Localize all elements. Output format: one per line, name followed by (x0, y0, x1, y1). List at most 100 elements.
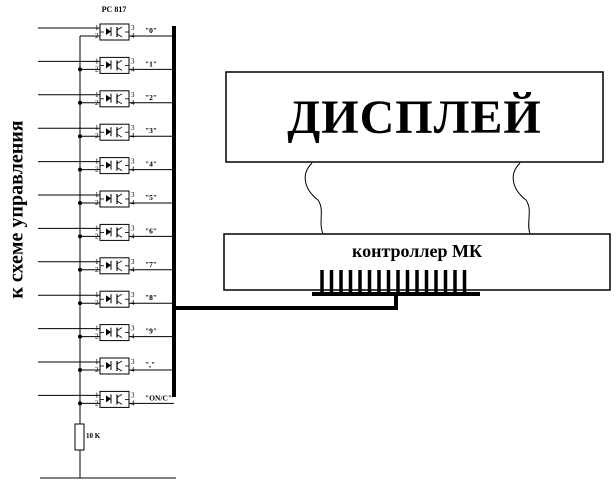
optocoupler-body (99, 123, 130, 141)
display-box (225, 71, 604, 163)
transistor-collector (116, 26, 123, 31)
pin-number: 2 (95, 366, 99, 374)
resistor (74, 423, 85, 451)
optocoupler-body (99, 290, 130, 308)
transistor-collector (116, 60, 123, 64)
optocoupler-body (99, 190, 130, 208)
signal-label: "5" (145, 193, 157, 202)
pin-number: 1 (95, 224, 99, 232)
optocoupler: 1234"3" (38, 123, 174, 141)
resistor-label: 10 K (86, 432, 101, 440)
optocoupler-part-label: PC 817 (101, 5, 127, 14)
pin-number: 2 (95, 399, 99, 407)
transistor-emitter (116, 234, 123, 238)
display-label: ДИСПЛЕЙ (287, 90, 542, 144)
optocoupler-array: 1234"0"1234"1"1234"2"1234"3"1234"4"1234"… (38, 23, 174, 408)
led-symbol (106, 362, 111, 369)
side-label: к схеме управления (5, 119, 28, 299)
transistor-emitter (116, 133, 123, 138)
optocoupler: 1234"7" (38, 257, 174, 275)
led-symbol (106, 128, 111, 136)
optocoupler: 1234"ON/C" (38, 390, 174, 408)
transistor-emitter (116, 200, 123, 205)
optocoupler: 1234"4" (38, 157, 174, 175)
pin-number: 2 (95, 333, 99, 341)
pin-number: 3 (131, 124, 135, 132)
led-symbol (106, 261, 111, 269)
led-symbol (106, 195, 111, 202)
led-symbol (106, 228, 111, 236)
pin-number: 3 (131, 325, 135, 333)
pin-number: 3 (131, 391, 135, 399)
led-symbol (106, 94, 111, 102)
transistor-collector (116, 193, 123, 198)
pin-number: 1 (95, 325, 99, 333)
optocoupler: 1234"1" (38, 56, 174, 74)
optocoupler: 1234"6" (38, 223, 174, 241)
pin-number: 2 (95, 132, 99, 140)
pin-number: 3 (131, 158, 135, 166)
transistor-emitter (116, 367, 123, 372)
pin-number: 1 (95, 358, 99, 366)
optocoupler-body (99, 157, 130, 175)
optocoupler: 1234"5" (38, 190, 174, 208)
pin-number: 3 (131, 24, 135, 32)
junction-dot (78, 267, 82, 272)
optocoupler-body (99, 90, 130, 108)
signal-label: "3" (145, 126, 157, 135)
display-wire-left (304, 162, 324, 235)
optocoupler-body (99, 223, 130, 241)
transistor-emitter (116, 334, 123, 338)
optocoupler-body (99, 257, 130, 275)
pin-number: 1 (95, 258, 99, 266)
junction-dot (78, 301, 82, 306)
transistor-collector (116, 394, 123, 398)
transistor-collector (116, 360, 123, 365)
pin-number: 2 (95, 99, 99, 107)
optocoupler-body (99, 23, 130, 41)
pin-number: 3 (131, 57, 135, 65)
optocoupler-body (99, 390, 130, 408)
led-symbol (106, 161, 111, 169)
transistor-collector (116, 260, 123, 265)
transistor-collector (116, 126, 123, 131)
junction-dot (78, 334, 82, 339)
transistor-collector (116, 227, 123, 231)
optocoupler-body (99, 56, 130, 74)
pin-number: 3 (131, 91, 135, 99)
led-symbol (106, 28, 111, 35)
transistor-emitter (116, 100, 123, 105)
signal-label: "8" (145, 293, 157, 302)
optocoupler-body (99, 357, 130, 375)
pin-number: 2 (95, 166, 99, 174)
optocoupler: 1234"9" (38, 324, 174, 342)
transistor-collector (116, 327, 123, 331)
transistor-collector (116, 293, 123, 298)
pin-number: 1 (95, 291, 99, 299)
pin-number: 2 (95, 232, 99, 240)
pin-number: 2 (95, 266, 99, 274)
pin-number: 1 (95, 124, 99, 132)
signal-label: "9" (145, 327, 157, 336)
transistor-emitter (116, 300, 123, 305)
signal-label: "ON/C" (145, 393, 172, 402)
junction-dot (78, 201, 82, 205)
signal-label: "4" (145, 160, 157, 169)
transistor-emitter (116, 33, 123, 38)
signal-label: "7" (145, 260, 157, 269)
pin-number: 1 (95, 191, 99, 199)
transistor-emitter (116, 67, 123, 71)
signal-label: "0" (145, 26, 157, 35)
pin-number: 3 (131, 291, 135, 299)
controller-pins (320, 270, 467, 292)
optocoupler: 1234"0" (38, 23, 174, 41)
signal-label: "2" (145, 93, 157, 102)
junction-dot (78, 67, 82, 72)
junction-dot (78, 100, 82, 105)
led-symbol (106, 395, 111, 403)
optocoupler: 1234"," (38, 357, 174, 375)
signal-label: "," (145, 360, 155, 369)
pin-number: 1 (95, 91, 99, 99)
pin-number: 1 (95, 24, 99, 32)
